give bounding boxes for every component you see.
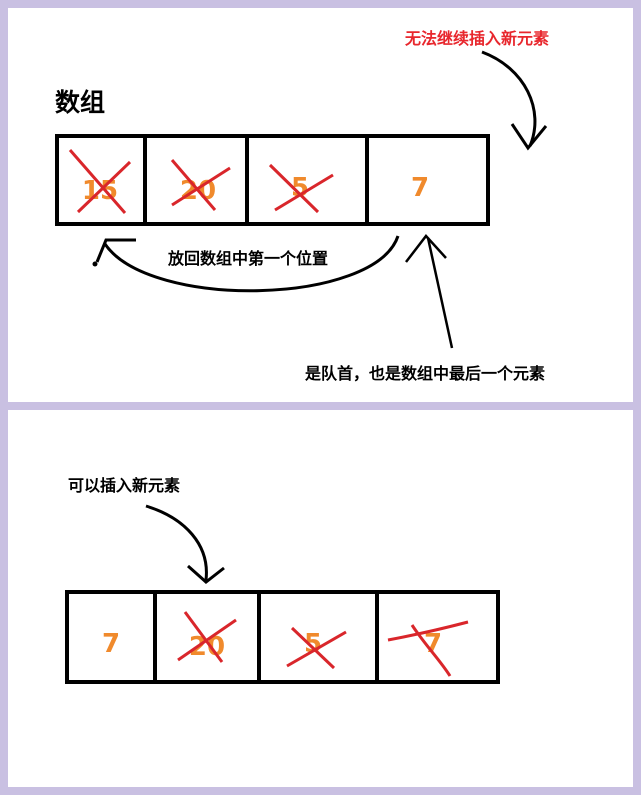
- head-arrow-line: [426, 237, 454, 349]
- top-cell-3-value: 5: [291, 173, 309, 203]
- top-cell-4: [365, 134, 490, 226]
- return-arrow-head: [95, 238, 136, 263]
- warning-arrow-head: [510, 123, 548, 151]
- can-insert-label: 可以插入新元素: [68, 476, 180, 495]
- array-title: 数组: [55, 88, 105, 117]
- bottom-cell-1-value: 7: [102, 629, 120, 659]
- top-panel: [8, 8, 633, 402]
- top-cell-1-cross: [68, 149, 132, 214]
- bottom-cell-2-cross: [177, 611, 237, 663]
- warning-arrow-line: [481, 50, 537, 147]
- bottom-cell-4: [375, 590, 500, 684]
- bottom-cell-4-cross: [387, 620, 469, 677]
- insert-arrow-head: [187, 564, 225, 584]
- top-cell-2-cross: [170, 159, 231, 211]
- top-cell-4-value: 7: [411, 173, 429, 203]
- bottom-cell-4-value: 7: [424, 629, 442, 659]
- insert-arrow-line: [145, 504, 208, 581]
- top-cell-3-cross: [268, 163, 334, 214]
- return-label: 放回数组中第一个位置: [167, 249, 328, 268]
- cannot-insert-label: 无法继续插入新元素: [404, 29, 549, 48]
- bottom-panel: [8, 410, 633, 787]
- return-arrow-line: [103, 235, 400, 293]
- return-arrow-tail-dot: [92, 261, 98, 267]
- head-arrow-head: [405, 234, 447, 263]
- bottom-cell-3-cross: [286, 626, 347, 670]
- queue-head-label: 是队首，也是数组中最后一个元素: [304, 364, 545, 383]
